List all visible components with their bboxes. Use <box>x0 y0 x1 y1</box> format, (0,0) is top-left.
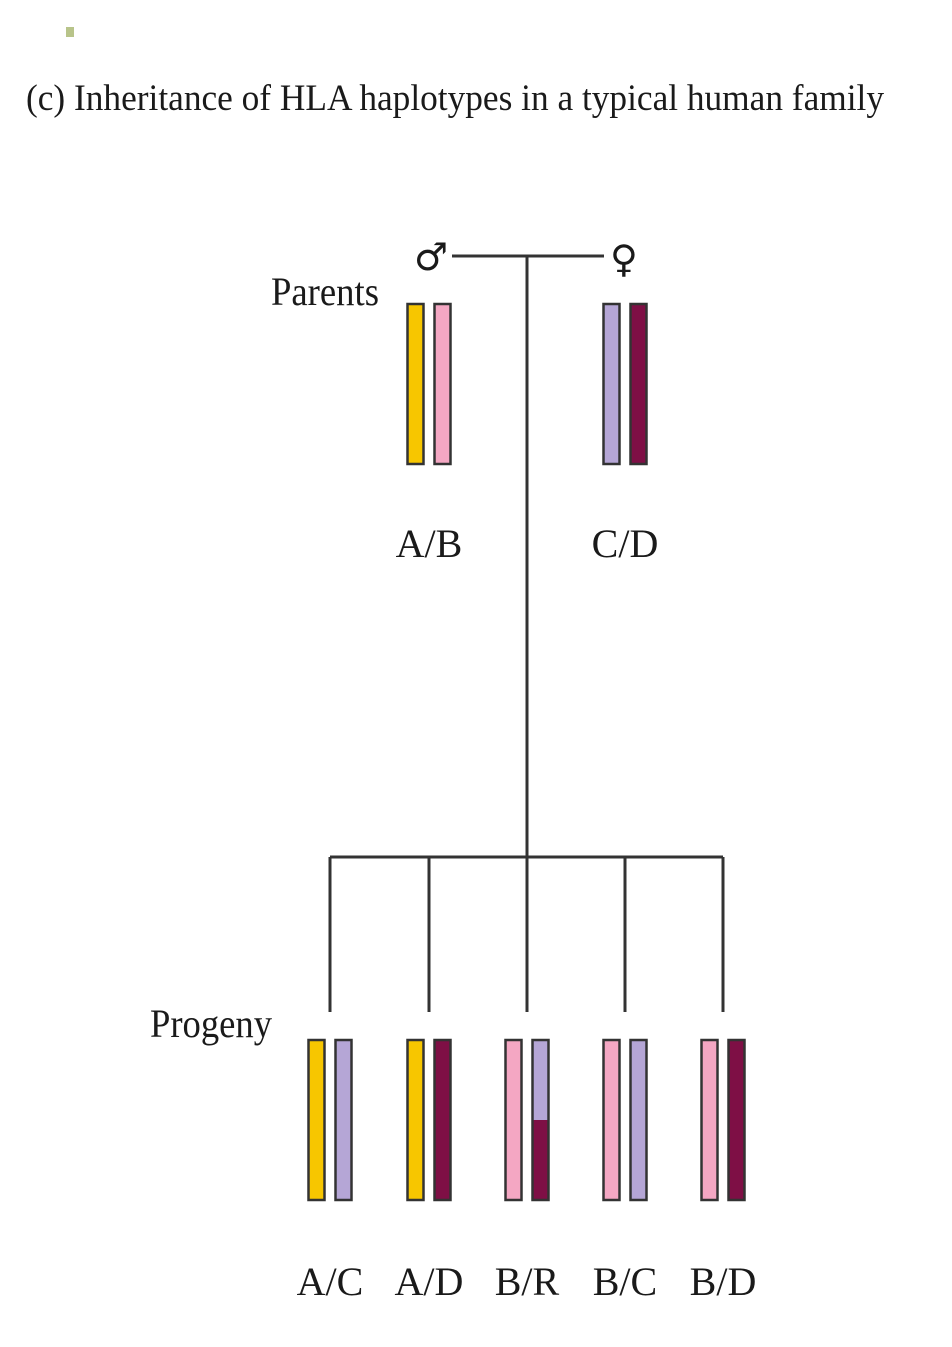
corner-mark <box>66 27 74 37</box>
progeny-genotype-label: A/C <box>297 1259 364 1304</box>
haplotype-bar-c <box>334 1038 353 1202</box>
parent-genotype-label: A/B <box>396 521 463 566</box>
progeny-genotype-label: A/D <box>395 1259 464 1304</box>
progeny-chromosome-pair: B/C <box>593 1038 657 1304</box>
haplotype-bar-c <box>602 302 621 466</box>
haplotype-bar-c <box>629 1038 648 1202</box>
figure-title: (c) Inheritance of HLA haplotypes in a t… <box>26 78 884 119</box>
haplotype-bar-b <box>700 1038 719 1202</box>
haplotype-bar-a <box>307 1038 326 1202</box>
parent-chromosome-pair: A/B <box>396 302 463 566</box>
progeny-chromosome-pair: A/C <box>297 1038 364 1304</box>
progeny-chromosome-pair: B/R <box>495 1038 560 1304</box>
haplotype-bar-a <box>406 302 425 466</box>
pedigree-lines <box>328 254 725 1012</box>
haplotype-bar-b <box>433 302 452 466</box>
recombinant-haplotype-outline <box>531 1038 550 1202</box>
male-symbol-icon: ♂ <box>414 235 448 279</box>
haplotype-bar-d <box>629 302 648 466</box>
haplotype-bar-b <box>504 1038 523 1202</box>
haplotype-bar-c-segment <box>532 1040 549 1120</box>
haplotype-bar-a <box>406 1038 425 1202</box>
haplotype-bar-d-segment <box>532 1120 549 1200</box>
progeny-genotype-label: B/R <box>495 1259 560 1304</box>
progeny-group: A/C A/D B/R B/C B/D <box>297 1038 757 1304</box>
parent-chromosome-pair: C/D <box>592 302 659 566</box>
parents-group: A/B C/D <box>396 302 659 566</box>
progeny-genotype-label: B/C <box>593 1259 657 1304</box>
parents-label: Parents <box>271 269 379 314</box>
progeny-chromosome-pair: A/D <box>395 1038 464 1304</box>
parent-genotype-label: C/D <box>592 521 659 566</box>
female-symbol-icon: ♀ <box>610 237 638 281</box>
haplotype-bar-b <box>602 1038 621 1202</box>
progeny-chromosome-pair: B/D <box>690 1038 757 1304</box>
progeny-genotype-label: B/D <box>690 1259 757 1304</box>
haplotype-bar-d <box>727 1038 746 1202</box>
progeny-label: Progeny <box>150 1001 272 1046</box>
haplotype-bar-d <box>433 1038 452 1202</box>
